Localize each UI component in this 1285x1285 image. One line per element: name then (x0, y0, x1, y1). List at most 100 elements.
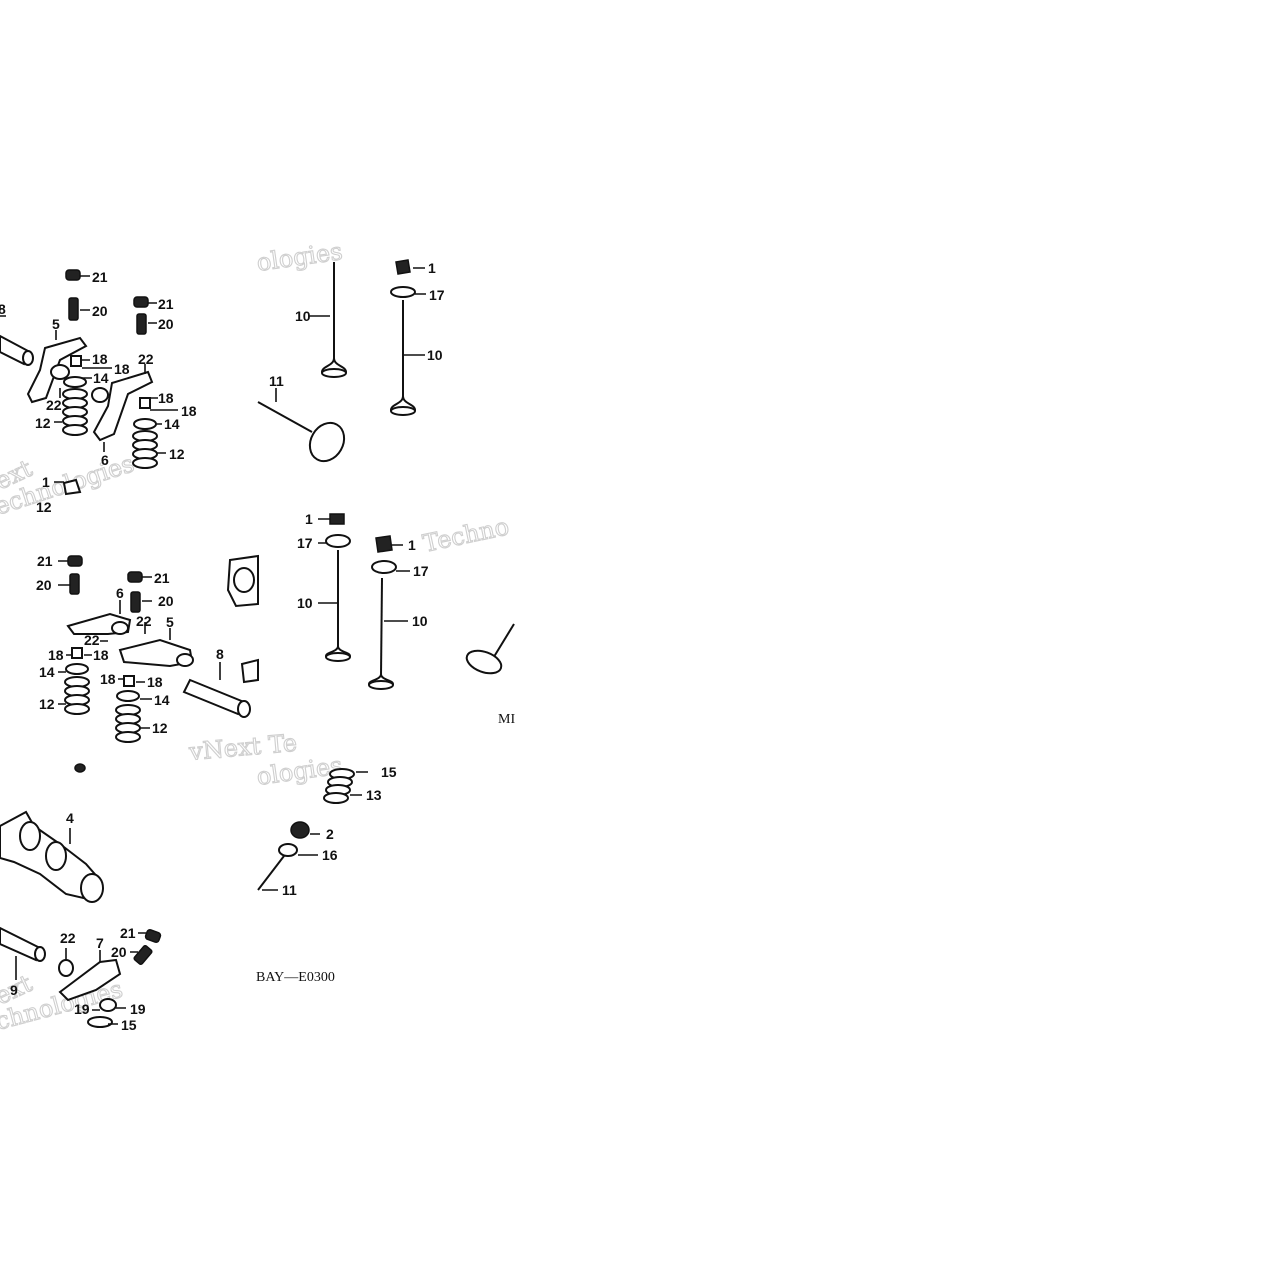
figure-code: BAY—E0300 (256, 970, 335, 985)
callout-label: 10 (297, 595, 313, 611)
callout-label: 17 (297, 535, 313, 551)
callout-label: 14 (93, 370, 109, 386)
cylinder-head-fragment (240, 658, 259, 684)
callout-label: 14 (154, 692, 170, 708)
lock-nut (144, 929, 162, 943)
callout-label: 20 (111, 944, 127, 960)
watermark-text: ologies (255, 237, 344, 277)
callout-label: 12 (36, 499, 52, 515)
adjust-screw (130, 591, 141, 613)
panel-rocker-middle (58, 554, 259, 773)
callout-label: 20 (36, 577, 52, 593)
valve-face (368, 680, 394, 690)
valve-cotter (329, 513, 345, 525)
lock-nut (67, 555, 83, 567)
callout-label: 6 (116, 585, 124, 601)
valve-spring (132, 430, 158, 469)
shaft-end (22, 350, 34, 366)
callout-label: 18 (48, 647, 64, 663)
callout-label: 20 (158, 316, 174, 332)
callout-label: 18 (92, 351, 108, 367)
panel-rocker-top (0, 269, 178, 496)
callout-label: 1 (42, 474, 50, 490)
callout-labels: 21 20 21 20 5 18 18 22 14 18 18 22 14 12… (0, 260, 445, 1033)
callout-label: 18 (181, 403, 197, 419)
callout-label: 18 (158, 390, 174, 406)
valve-seal (371, 560, 397, 574)
valve-spring (62, 388, 88, 436)
callout-label: 12 (39, 696, 55, 712)
valve-cotter (99, 998, 117, 1012)
adjust-screw (133, 944, 153, 966)
callout-label: 11 (282, 882, 297, 898)
callout-label: 7 (96, 935, 104, 951)
callout-label: 8 (0, 301, 6, 317)
rocker-shaft (0, 926, 42, 962)
callout-label: 16 (322, 847, 338, 863)
spring-retainer (65, 663, 89, 675)
rocker-shaft (182, 678, 246, 716)
valve-cap (62, 478, 82, 496)
callout-label: 10 (295, 308, 311, 324)
callout-label: 10 (412, 613, 428, 629)
callout-label: 18 (114, 361, 130, 377)
valve-stem (380, 577, 383, 677)
valve-cotter (395, 259, 411, 275)
figure-code-fragment: MI (498, 712, 515, 727)
panel-valves-bottom (257, 768, 368, 891)
cam-bore (233, 567, 255, 593)
callout-label: 18 (93, 647, 109, 663)
callout-label: 10 (427, 347, 443, 363)
rocker-washer (58, 959, 74, 977)
valve-cotter (70, 355, 82, 367)
rocker-bore (50, 364, 70, 380)
callout-label: 14 (164, 416, 180, 432)
panel-valves-top (257, 259, 426, 463)
valve-head (308, 421, 346, 463)
callout-label: 1 (305, 511, 313, 527)
callout-label: 22 (138, 351, 154, 367)
panel-valves-middle (318, 513, 515, 690)
callout-label: 18 (100, 671, 116, 687)
callout-label: 12 (35, 415, 51, 431)
callout-label: 15 (381, 764, 397, 780)
valve-stem (491, 623, 515, 661)
valve-spring (323, 768, 355, 804)
valve-cotter (290, 821, 310, 839)
adjust-screw (69, 573, 80, 595)
callout-label: 22 (60, 930, 76, 946)
rocker-bore (176, 653, 194, 667)
rocker-bore (91, 387, 109, 403)
shaft-end (237, 700, 251, 718)
lock-nut (133, 296, 149, 308)
valve-seal (325, 534, 351, 548)
callout-label: 12 (152, 720, 168, 736)
callout-label: 1 (408, 537, 416, 553)
spring-retainer (116, 690, 140, 702)
callout-label: 4 (66, 810, 74, 826)
callout-label: 22 (84, 632, 100, 648)
callout-label: 14 (39, 664, 55, 680)
camshaft-end (80, 873, 104, 903)
callout-label: 21 (120, 925, 136, 941)
panel-camshaft (0, 810, 162, 1028)
callout-label: 8 (216, 646, 224, 662)
lock-nut (127, 571, 143, 583)
callout-label: 21 (92, 269, 108, 285)
callout-label: 6 (101, 452, 109, 468)
shaft-end (34, 946, 46, 962)
valve-head (465, 649, 503, 675)
callout-label: 20 (92, 303, 108, 319)
adjust-screw (68, 297, 79, 321)
valve-stem (257, 401, 313, 433)
callout-label: 5 (52, 316, 60, 332)
callout-label: 5 (166, 614, 174, 630)
callout-label: 21 (158, 296, 174, 312)
spring-retainer (87, 1016, 113, 1028)
valve-face (390, 406, 416, 416)
valve-stem (257, 855, 285, 891)
callout-label: 21 (154, 570, 170, 586)
callout-label: 12 (169, 446, 185, 462)
callout-label: 11 (269, 373, 284, 389)
